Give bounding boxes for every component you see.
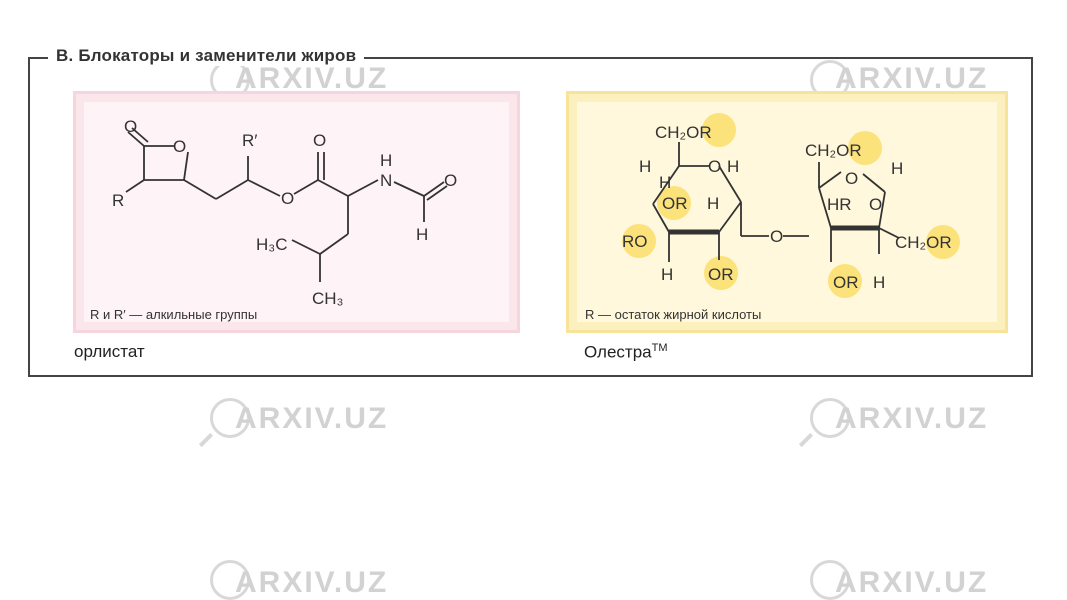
- olestra-note: R — остаток жирной кислоты: [585, 307, 762, 322]
- orlistat-note: R и R′ — алкильные группы: [90, 307, 258, 322]
- olestra-panel: CH₂OR H O H H OR H RO H OR O CH₂OR O H H…: [566, 91, 1008, 333]
- atom-ro: RO: [622, 232, 648, 251]
- atom-ch3: CH₃: [312, 289, 343, 308]
- atom-hr: HR: [827, 195, 852, 214]
- section-title: В. Блокаторы и заменители жиров: [48, 46, 365, 66]
- atom-r-prime: R′: [242, 131, 257, 150]
- atom-or-inner: OR: [662, 194, 688, 213]
- atom-h-fru2: H: [873, 273, 885, 292]
- atom-ch2or-top: CH₂OR: [655, 123, 712, 142]
- atom-h-inner: H: [659, 173, 671, 192]
- atom-n: N: [380, 171, 392, 190]
- orlistat-caption: орлистат: [74, 342, 145, 361]
- atom-h-mid: H: [707, 194, 719, 213]
- atom-or-bottom: OR: [708, 265, 734, 284]
- section-frame: В. Блокаторы и заменители жиров: [28, 46, 1033, 377]
- orlistat-structure: O O R R′ O O H N O H H₃C CH₃: [112, 117, 457, 308]
- atom-h-nh: H: [380, 151, 392, 170]
- atom-o-fru2: O: [869, 195, 882, 214]
- atom-ch2or-fru: CH₂OR: [805, 141, 862, 160]
- atom-h-left: H: [639, 157, 651, 176]
- atom-h-formyl: H: [416, 225, 428, 244]
- atom-o-formyl: O: [444, 171, 457, 190]
- atom-o-bridge: O: [770, 227, 783, 246]
- atom-or-fru: OR: [833, 273, 859, 292]
- atom-r: R: [112, 191, 124, 210]
- atom-o-ester: O: [281, 189, 294, 208]
- orlistat-panel: O O R R′ O O H N O H H₃C CH₃ R и R′ — ал…: [73, 91, 520, 333]
- atom-h-bottom: H: [661, 265, 673, 284]
- atom-ch2or-fru2: CH₂OR: [895, 233, 952, 252]
- atom-o-fru: O: [845, 169, 858, 188]
- atom-o-carbonyl: O: [313, 131, 326, 150]
- atom-o-ring: O: [708, 157, 721, 176]
- olestra-caption: ОлестраTM: [584, 342, 668, 363]
- olestra-structure: CH₂OR H O H H OR H RO H OR O CH₂OR O H H…: [622, 113, 960, 298]
- atom-h-fru: H: [891, 159, 903, 178]
- olestra-caption-text: Олестра: [584, 342, 652, 362]
- trademark-mark: TM: [651, 342, 668, 354]
- atom-h-right: H: [727, 157, 739, 176]
- atom-o1: O: [124, 117, 137, 136]
- atom-o2: O: [173, 137, 186, 156]
- atom-h3c: H₃C: [256, 235, 287, 254]
